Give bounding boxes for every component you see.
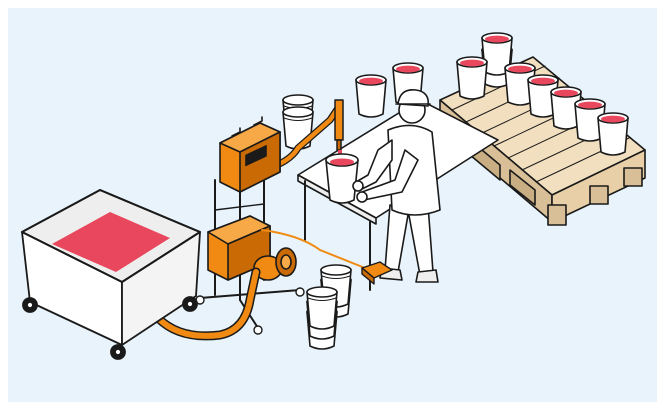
- bucket-icon: [598, 113, 628, 155]
- bucket-icon: [457, 57, 487, 99]
- bucket-being-filled: [326, 154, 358, 203]
- bucket-icon: [307, 287, 337, 329]
- bucket-icon: [356, 75, 386, 117]
